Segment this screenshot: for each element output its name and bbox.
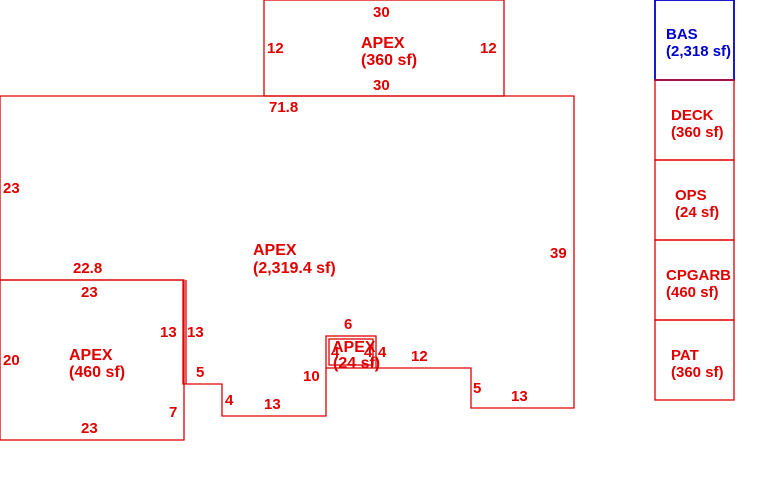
dim-small-side-b: 4 [364,344,373,361]
dim-top-right: 12 [480,40,497,57]
dim-notch-a: 5 [196,364,204,381]
legend-box[interactable] [654,319,735,401]
legend-item-area: (2,318 sf) [666,43,731,60]
dim-left-right-c: 7 [169,404,177,421]
legend-item-name: PAT [671,347,699,364]
area-legend: BAS (2,318 sf) DECK (360 sf) OPS (24 sf)… [654,0,735,401]
dim-main-inner-top: 22.8 [73,260,102,277]
legend-item-deck[interactable]: DECK (360 sf) [654,79,735,161]
dim-notch-b: 4 [225,392,234,409]
dim-right-drop: 5 [473,380,481,397]
legend-item-ops[interactable]: OPS (24 sf) [654,159,735,241]
main-apex-name: APEX [253,242,297,259]
legend-item-bas[interactable]: BAS (2,318 sf) [654,0,735,81]
main-apex-outline-right[interactable] [0,95,575,409]
dim-left-top: 23 [81,284,98,301]
small-apex-inner-outline [328,338,374,366]
dim-small-side-a: 4 [331,344,340,361]
legend-item-area: (360 sf) [671,364,724,381]
legend-item-name: BAS [666,26,698,43]
dim-step-up: 10 [303,368,320,385]
legend-item-name: OPS [675,187,707,204]
main-apex-area: (2,319.4 sf) [253,260,336,277]
dim-top-bottom: 30 [373,77,390,94]
small-apex-name: APEX [332,339,376,356]
dim-main-top: 71.8 [269,99,298,116]
left-apex-area: (460 sf) [69,364,125,381]
dim-small-top: 6 [344,316,352,333]
legend-item-name: DECK [671,107,714,124]
small-apex-outline[interactable] [325,335,377,369]
top-apex-name: APEX [361,35,405,52]
legend-item-name: CPGARB [666,267,731,284]
dim-right-run: 12 [411,348,428,365]
dim-bottom-b: 13 [511,388,528,405]
dim-left-bottom: 23 [81,420,98,437]
legend-item-area: (24 sf) [675,204,719,221]
dim-top-left: 12 [267,40,284,57]
dim-small-side-c: 4 [378,344,387,361]
dim-left-left: 20 [3,352,20,369]
top-apex-area: (360 sf) [361,52,417,69]
legend-item-area: (460 sf) [666,284,719,301]
dim-bottom-a: 13 [264,396,281,413]
dim-main-left: 23 [3,180,20,197]
left-apex-name: APEX [69,347,113,364]
legend-item-cpgarb[interactable]: CPGARB (460 sf) [654,239,735,321]
legend-item-pat[interactable]: PAT (360 sf) [654,319,735,401]
legend-item-area: (360 sf) [671,124,724,141]
small-apex-area: (24 sf) [333,355,380,372]
left-apex-outline[interactable] [0,279,185,441]
dim-main-right: 39 [550,245,567,262]
dim-top-top: 30 [373,4,390,21]
dim-left-right-a: 13 [160,324,177,341]
dim-left-right-b: 13 [187,324,204,341]
